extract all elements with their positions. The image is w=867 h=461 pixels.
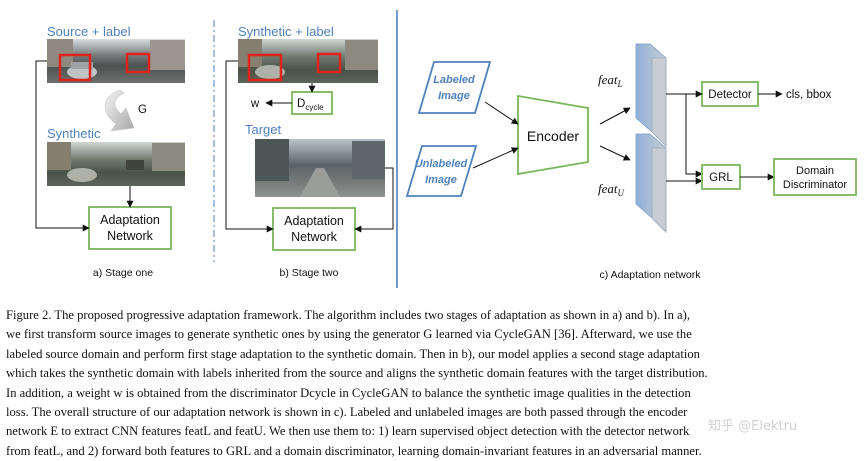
encoder-label: Encoder xyxy=(527,128,579,144)
feat-l-label: featL xyxy=(598,72,623,89)
stage-one-caption: a) Stage one xyxy=(93,267,153,279)
stage-two-caption: b) Stage two xyxy=(280,267,339,279)
source-bbox-car-2 xyxy=(125,52,151,74)
feat-u-block xyxy=(635,133,667,233)
domain-line2: Discriminator xyxy=(783,179,848,191)
source-label: Source + label xyxy=(47,24,131,39)
detector-label: Detector xyxy=(708,89,752,101)
figure-caption: Figure 2. The proposed progressive adapt… xyxy=(6,306,859,461)
stage-two-adaptation-line1: Adaptation xyxy=(284,214,344,228)
weight-label: w xyxy=(250,98,260,110)
feat-l-block xyxy=(635,43,667,147)
synthetic-plus-label: Synthetic + label xyxy=(238,24,334,39)
unlabeled-image-line2: Image xyxy=(425,174,457,186)
stage-one-panel: Source + label G Synthetic Adaptation Ne… xyxy=(35,24,185,279)
target-image xyxy=(255,139,385,197)
caption-line: In addition, a weight w is obtained from… xyxy=(6,385,691,400)
caption-line: we first transform source images to gene… xyxy=(6,327,692,342)
labeled-image-shape xyxy=(417,61,492,114)
network-caption: c) Adaptation network xyxy=(600,269,702,281)
stage-one-adaptation-line2: Network xyxy=(107,229,154,243)
framework-figure: Source + label G Synthetic Adaptation Ne… xyxy=(35,10,857,288)
domain-discriminator-box xyxy=(773,158,857,196)
dcycle-label: Dcycle xyxy=(297,98,324,112)
caption-line: network E to extract CNN features featL … xyxy=(6,424,690,439)
feat-u-label: featU xyxy=(598,181,625,198)
labeled-image-line1: Labeled xyxy=(433,74,475,86)
domain-line1: Domain xyxy=(796,165,834,177)
source-bbox-car-1 xyxy=(58,53,92,82)
synthetic-image xyxy=(47,142,185,186)
generator-arrow xyxy=(104,89,135,132)
detector-output: cls, bbox xyxy=(786,89,832,101)
labeled-image-line2: Image xyxy=(438,90,470,102)
unlabeled-image-line1: Unlabeled xyxy=(415,158,468,170)
synthetic-bbox-car-2 xyxy=(316,52,342,74)
target-label: Target xyxy=(245,122,282,137)
generator-label: G xyxy=(138,104,147,116)
unlabeled-image-shape xyxy=(405,145,478,197)
caption-line: labeled source domain and perform first … xyxy=(6,346,700,361)
adaptation-network-panel: Labeled Image Unlabeled Image Encoder fe… xyxy=(405,43,857,281)
synthetic-labeled-image xyxy=(238,39,378,83)
grl-label: GRL xyxy=(709,172,733,184)
watermark: 知乎 @Elektru xyxy=(708,419,798,434)
synthetic-label: Synthetic xyxy=(47,126,101,141)
caption-line: loss. The overall structure of our adapt… xyxy=(6,405,688,420)
stage-one-adaptation-line1: Adaptation xyxy=(100,213,160,227)
caption-line: Figure 2. The proposed progressive adapt… xyxy=(6,308,690,322)
stage-two-adaptation-line2: Network xyxy=(291,230,338,244)
source-image xyxy=(47,39,185,83)
stage-two-panel: Synthetic + label Dcycle w Target Adapta… xyxy=(225,24,394,279)
caption-line: from featL, and 2) forward both features… xyxy=(6,443,702,458)
stage-two-adaptation-box xyxy=(272,207,356,251)
synthetic-bbox-car-1 xyxy=(247,53,283,82)
caption-line: which takes the synthetic domain with la… xyxy=(6,366,708,381)
